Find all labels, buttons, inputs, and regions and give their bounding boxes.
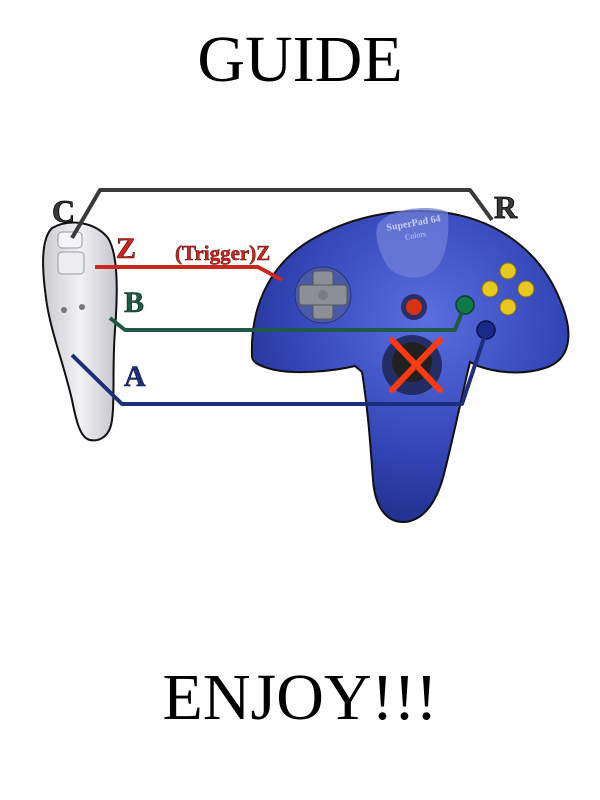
footer-message: ENJOY!!! [162,661,438,734]
c-r-mapping-line [70,188,494,240]
n64-controller: SuperPad 64 Colors [250,208,570,524]
nunchuk-z-button [57,251,85,275]
green-button [455,295,475,315]
label-r: R [494,189,518,225]
cross-mark-icon [389,337,443,393]
label-z-trigger: (Trigger)Z [175,241,270,265]
b-mapping-line [108,311,464,332]
start-button [401,294,427,320]
a-mapping-line [70,337,486,406]
nunchuk [42,221,118,442]
nunchuk-c-button [57,231,83,249]
dpad-icon [294,266,352,324]
controller-top-window [376,208,449,278]
label-b: B [124,286,144,319]
page-title: GUIDE [197,23,403,96]
label-c: C [52,193,75,229]
brand-logo-subtext: Colors [404,229,427,242]
yellow-c-buttons [481,262,535,316]
z-mapping-line [95,265,283,282]
nunchuk-body [42,221,118,442]
label-a: A [124,360,146,393]
blue-button [476,320,496,340]
label-z-left: Z [116,232,136,265]
